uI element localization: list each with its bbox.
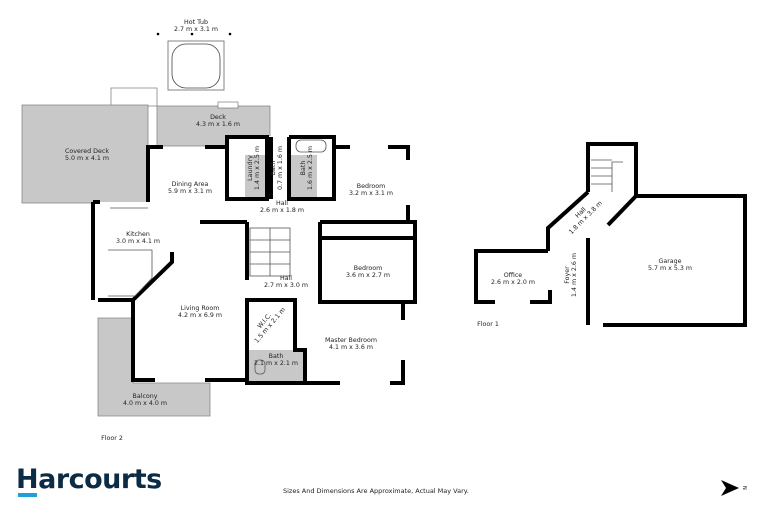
deck-dims: 4.3 m x 1.6 m: [196, 121, 240, 128]
north-label: N: [741, 486, 747, 490]
living-room-dims: 4.2 m x 6.9 m: [178, 312, 222, 319]
small-bath-label: Bath: [270, 161, 277, 176]
dining-label: Dining Area: [172, 181, 209, 188]
floor-1-label: Floor 1: [477, 321, 499, 328]
covered-deck-label: Covered Deck: [65, 148, 109, 155]
foyer-label: Foyer: [564, 266, 571, 284]
bedroom-2-label: Bedroom: [354, 265, 382, 272]
walls-floor-1: [474, 142, 747, 327]
walls-floor-2: [91, 135, 417, 385]
deck-step: [110, 87, 158, 107]
bedroom-1-dims: 3.2 m x 3.1 m: [349, 190, 393, 197]
hot-tub: [156, 32, 232, 91]
hot-tub-dims: 2.7 m x 3.1 m: [174, 26, 218, 33]
floor-2-plan: [21, 32, 417, 417]
stairs-floor-1: [591, 159, 623, 192]
laundry-dims: 1.4 m x 2.5 m: [254, 146, 261, 190]
fixtures-floor-2: [108, 139, 327, 375]
ensuite-bath-label: Bath: [269, 353, 284, 360]
hall-2-dims: 2.7 m x 3.0 m: [264, 282, 308, 289]
deck-label: Deck: [210, 114, 226, 121]
hall-1-label: Hall: [276, 200, 288, 207]
harcourts-logo: Harcourts: [16, 464, 162, 495]
floor-1-plan: [474, 142, 747, 327]
disclaimer-text: Sizes And Dimensions Are Approximate, Ac…: [283, 487, 469, 495]
logo-accent-bar: [18, 493, 37, 497]
covered-deck-dims: 5.0 m x 4.1 m: [65, 155, 109, 162]
north-arrow-icon: N: [721, 480, 747, 496]
bedroom-1-label: Bedroom: [357, 183, 385, 190]
dining-dims: 5.9 m x 3.1 m: [168, 188, 212, 195]
laundry-label: Laundry: [247, 155, 254, 181]
covered-deck-area: [21, 104, 149, 204]
balcony-label: Balcony: [133, 393, 158, 400]
hot-tub-label: Hot Tub: [184, 19, 208, 26]
kitchen-dims: 3.0 m x 4.1 m: [116, 238, 160, 245]
floor-2-label: Floor 2: [101, 435, 123, 442]
living-room-label: Living Room: [181, 305, 220, 312]
main-bath-label: Bath: [300, 161, 307, 176]
balcony-dims: 4.0 m x 4.0 m: [123, 400, 167, 407]
kitchen-label: Kitchen: [126, 231, 150, 238]
bedroom-2-dims: 3.6 m x 2.7 m: [346, 272, 390, 279]
ensuite-bath-dims: 2.1 m x 2.1 m: [254, 360, 298, 367]
master-bedroom-dims: 4.1 m x 3.6 m: [329, 344, 373, 351]
main-bath-dims: 1.6 m x 2.5 m: [307, 146, 314, 190]
garage-dims: 5.7 m x 5.3 m: [648, 265, 692, 272]
office-dims: 2.6 m x 2.0 m: [491, 279, 535, 286]
small-bath-dims: 0.7 m x 1.6 m: [277, 146, 284, 190]
office-label: Office: [504, 272, 523, 279]
hall-1-dims: 2.6 m x 1.8 m: [260, 207, 304, 214]
hall-2-label: Hall: [280, 275, 292, 282]
master-bedroom-label: Master Bedroom: [325, 337, 377, 344]
foyer-dims: 1.4 m x 2.6 m: [571, 253, 578, 297]
garage-label: Garage: [658, 258, 681, 265]
